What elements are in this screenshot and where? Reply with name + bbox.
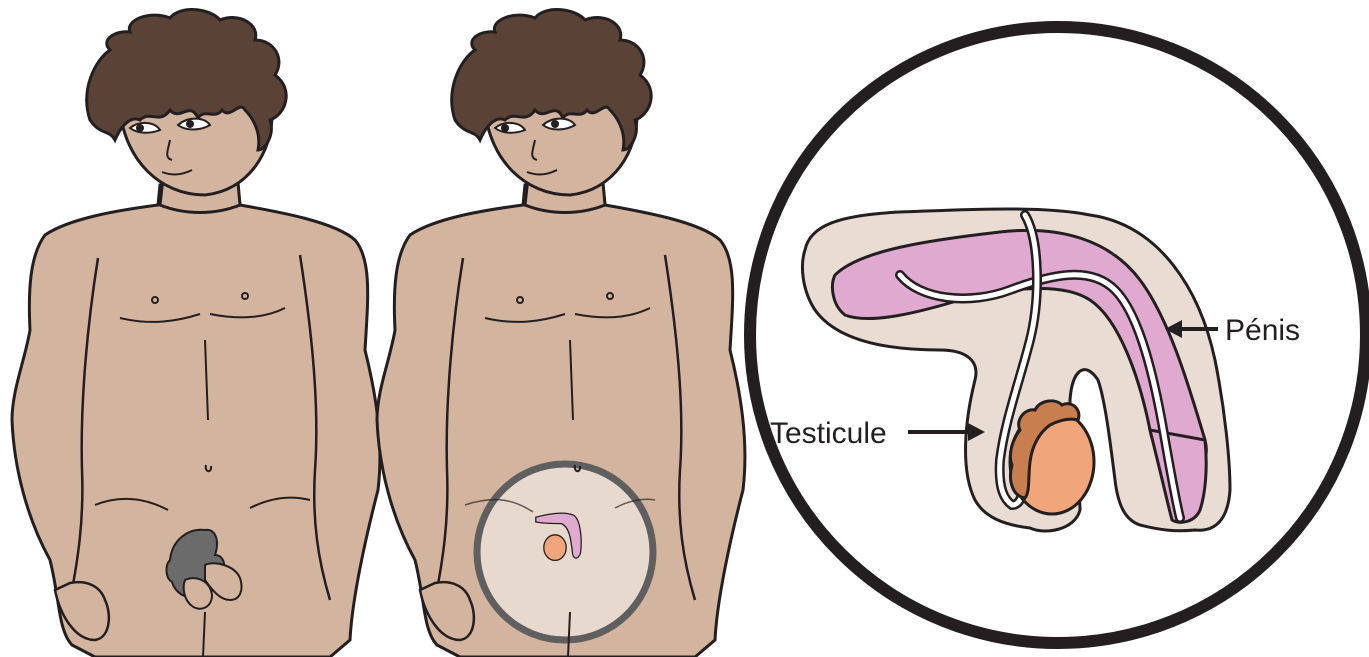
pupil-right-2 [551,120,559,128]
figure-external-view [12,10,380,657]
pupil-right-1 [186,120,194,128]
zoom-panel: Pénis Testicule [750,27,1366,643]
figure-internal-view [377,10,745,657]
pupil-left-1 [136,124,144,132]
pupil-left-2 [501,124,509,132]
testicle-label: Testicule [770,417,887,450]
penis-label: Pénis [1225,314,1300,347]
